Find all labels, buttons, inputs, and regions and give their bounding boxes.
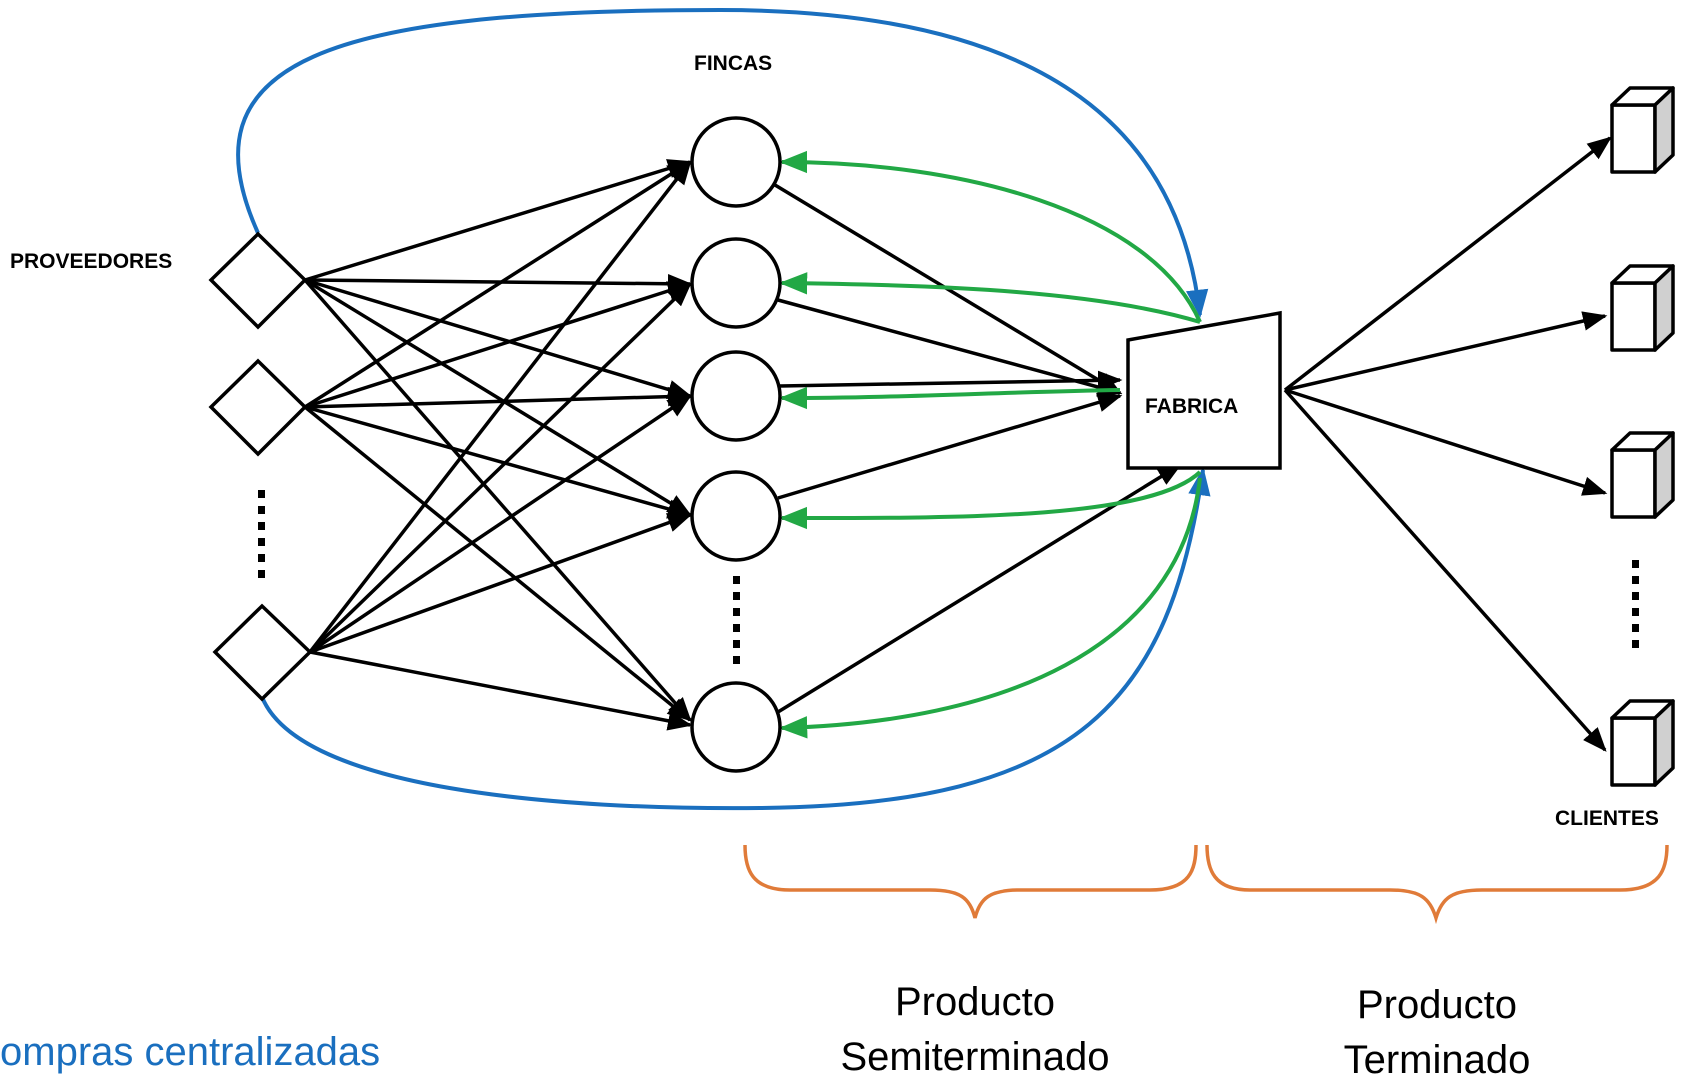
finca-5-circle-icon bbox=[690, 681, 782, 773]
finca-4-circle-icon bbox=[690, 470, 782, 562]
centralized-purchase-arcs bbox=[236, 7, 1211, 811]
blue-arc-top bbox=[236, 7, 1209, 318]
semiterminado-line1: Producto bbox=[895, 980, 1055, 1024]
clientes-ellipsis-icon bbox=[1632, 560, 1639, 648]
edge-p2-f3 bbox=[304, 386, 693, 409]
proveedor-2-diamond-icon bbox=[208, 358, 308, 457]
edge-f3-fab bbox=[779, 370, 1123, 391]
proveedor-3-diamond-icon bbox=[212, 603, 313, 702]
edge-fab-c2 bbox=[1284, 311, 1608, 392]
cliente-3-cube-icon bbox=[1610, 431, 1675, 519]
edge-fab-c3 bbox=[1284, 388, 1608, 496]
finca-2-circle-icon bbox=[690, 237, 782, 329]
green-arc-f4 bbox=[779, 470, 1202, 530]
brace-terminado bbox=[1205, 844, 1669, 925]
edge-fab-c4 bbox=[1283, 388, 1607, 752]
edge-p3-f3 bbox=[309, 394, 693, 654]
centralized-purchase-note: ompras centralizadas bbox=[0, 1030, 380, 1074]
green-arc-f5 bbox=[779, 477, 1202, 739]
return-flows bbox=[779, 150, 1202, 739]
edge-p2-f1 bbox=[304, 160, 693, 409]
edge-p2-f4 bbox=[304, 405, 693, 519]
fabrica-label: FABRICA bbox=[1145, 395, 1238, 418]
cliente-2-cube-icon bbox=[1610, 264, 1675, 352]
cliente-4-cube-icon bbox=[1610, 699, 1675, 787]
braces bbox=[743, 844, 1669, 925]
green-arc-f1 bbox=[779, 150, 1202, 323]
clientes-label: CLIENTES bbox=[1555, 807, 1659, 830]
edge-p1-f5 bbox=[303, 278, 692, 722]
edge-p3-f2 bbox=[308, 282, 692, 654]
supplier-to-finca-edges bbox=[303, 159, 693, 731]
cliente-1-cube-icon bbox=[1610, 86, 1675, 174]
edge-p3-f1 bbox=[308, 160, 692, 654]
proveedores-ellipsis-icon bbox=[258, 490, 265, 578]
edge-p2-f5 bbox=[303, 405, 692, 722]
green-arc-f2 bbox=[779, 272, 1201, 324]
proveedores-group bbox=[208, 231, 313, 702]
edge-fab-c1 bbox=[1283, 136, 1612, 392]
fincas-ellipsis-icon bbox=[733, 576, 740, 664]
edge-p1-f2 bbox=[304, 273, 693, 294]
green-arc-f3 bbox=[779, 386, 1121, 410]
proveedores-label: PROVEEDORES bbox=[10, 250, 172, 273]
terminado-line2: Terminado bbox=[1344, 1038, 1531, 1082]
edge-p2-f2 bbox=[304, 281, 693, 409]
edge-p1-f4 bbox=[304, 278, 693, 517]
edge-f4-fab bbox=[777, 392, 1123, 500]
proveedor-1-diamond-icon bbox=[208, 231, 308, 330]
fincas-label: FINCAS bbox=[694, 52, 772, 75]
fabrica-to-client-edges bbox=[1283, 136, 1612, 752]
edge-f2-fab bbox=[777, 298, 1123, 397]
edge-p1-f1 bbox=[304, 159, 693, 282]
edge-p3-f5 bbox=[309, 650, 693, 731]
edge-f5-fab bbox=[777, 463, 1183, 714]
blue-arc-bottom bbox=[260, 467, 1211, 811]
terminado-line1: Producto bbox=[1357, 983, 1517, 1027]
fincas-group bbox=[690, 116, 782, 773]
finca-3-circle-icon bbox=[690, 350, 782, 442]
edge-p3-f4 bbox=[309, 513, 693, 654]
edge-p1-f3 bbox=[304, 278, 693, 400]
fabrica-factory-icon bbox=[1126, 310, 1282, 470]
semiterminado-line2: Semiterminado bbox=[840, 1035, 1109, 1079]
finca-1-circle-icon bbox=[690, 116, 782, 208]
clientes-group bbox=[1610, 86, 1675, 787]
finca-to-fabrica-edges bbox=[774, 183, 1183, 714]
brace-semiterminado bbox=[743, 844, 1198, 919]
